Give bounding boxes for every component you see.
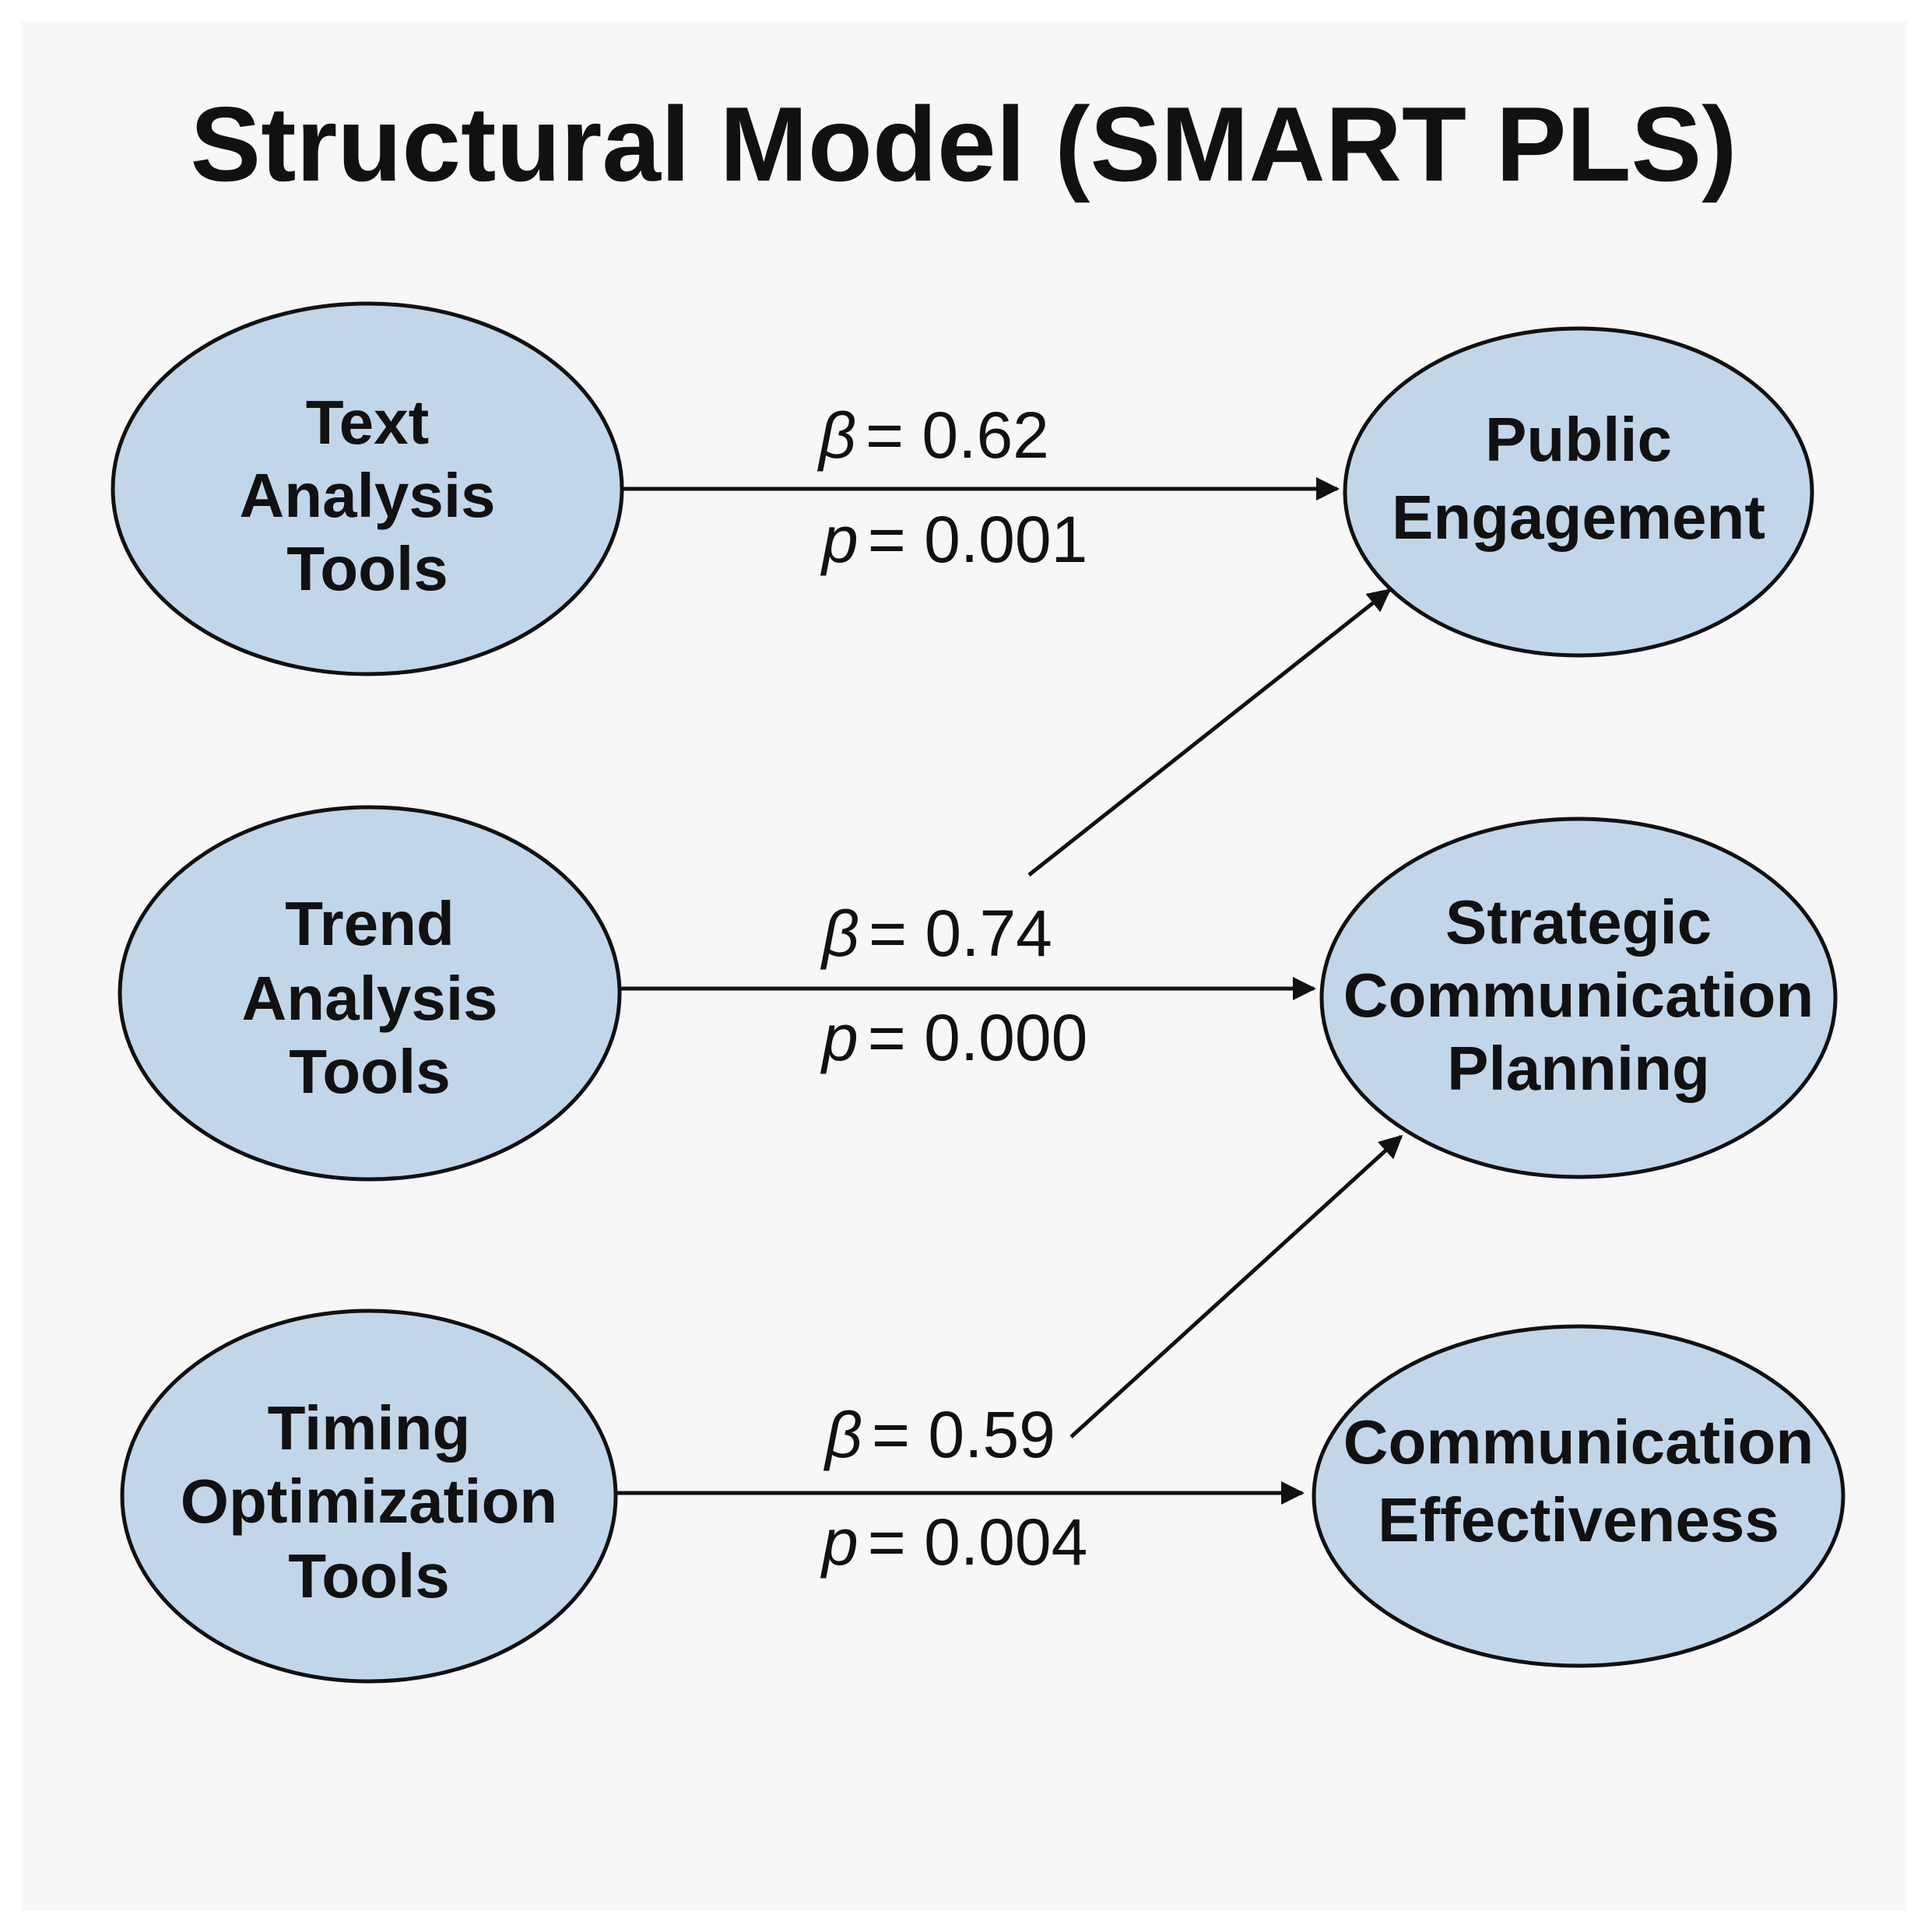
beta-label: β= 0.62 [817, 399, 1049, 472]
node-label-line-2: Analysis [241, 964, 497, 1033]
p-value: = 0.001 [868, 503, 1088, 576]
p-symbol: p [820, 503, 859, 576]
beta-value: = 0.59 [872, 1398, 1055, 1471]
p-value: = 0.000 [868, 1001, 1088, 1074]
node-ellipse [1343, 326, 1814, 658]
beta-symbol: β [817, 399, 856, 472]
node-strategic-communication-planning: Strategic Communication Planning [1319, 817, 1838, 1179]
diagram-title: Structural Model (SMART PLS) [190, 85, 1737, 203]
node-label-line-1: Timing [268, 1393, 471, 1463]
p-symbol: p [820, 1001, 859, 1074]
beta-value: = 0.62 [866, 399, 1049, 472]
path-statistics-2: β= 0.74 p= 0.000 [820, 897, 1087, 1074]
p-label: p= 0.000 [820, 1001, 1087, 1074]
node-label-line-2: Analysis [239, 461, 495, 530]
node-label-line-3: Tools [289, 1037, 450, 1106]
node-label-line-1: Public [1485, 405, 1672, 474]
node-label-line-3: Planning [1447, 1034, 1710, 1103]
node-label-line-3: Tools [288, 1541, 449, 1611]
arrow-timing-to-strategic-planning [1069, 1134, 1403, 1438]
node-ellipse [1312, 1324, 1845, 1668]
beta-label: β= 0.59 [823, 1398, 1055, 1471]
node-ellipse [111, 301, 624, 676]
node-trend-analysis-tools: Trend Analysis Tools [118, 805, 622, 1182]
node-label-line-2: Communication [1343, 961, 1814, 1030]
node-label-line-1: Communication [1343, 1407, 1814, 1477]
node-label-line-1: Trend [285, 889, 455, 958]
p-value: = 0.004 [868, 1505, 1088, 1579]
p-label: p= 0.004 [820, 1505, 1087, 1579]
path-statistics-1: β= 0.62 p= 0.001 [817, 399, 1087, 576]
path-statistics-3: β= 0.59 p= 0.004 [820, 1398, 1087, 1579]
beta-symbol: β [820, 897, 859, 970]
beta-symbol: β [823, 1398, 862, 1471]
p-label: p= 0.001 [820, 503, 1087, 576]
beta-label: β= 0.74 [820, 897, 1052, 970]
node-timing-optimization-tools: Timing Optimization Tools [120, 1308, 618, 1684]
beta-value: = 0.74 [869, 897, 1052, 970]
node-label-line-1: Text [306, 388, 430, 457]
node-label-line-2: Effectiveness [1378, 1485, 1779, 1554]
node-public-engagement: Public Engagement [1343, 326, 1814, 658]
node-label-line-2: Optimization [181, 1467, 557, 1536]
node-ellipse [120, 1308, 618, 1684]
p-symbol: p [820, 1505, 859, 1579]
node-label-line-3: Tools [286, 534, 448, 603]
node-ellipse [1319, 817, 1838, 1179]
arrow-trend-to-public-engagement [1027, 588, 1392, 876]
node-communication-effectiveness: Communication Effectiveness [1312, 1324, 1845, 1668]
node-ellipse [118, 805, 622, 1182]
node-label-line-1: Strategic [1445, 887, 1712, 957]
node-label-line-2: Engagement [1392, 483, 1765, 552]
node-text-analysis-tools: Text Analysis Tools [111, 301, 624, 676]
